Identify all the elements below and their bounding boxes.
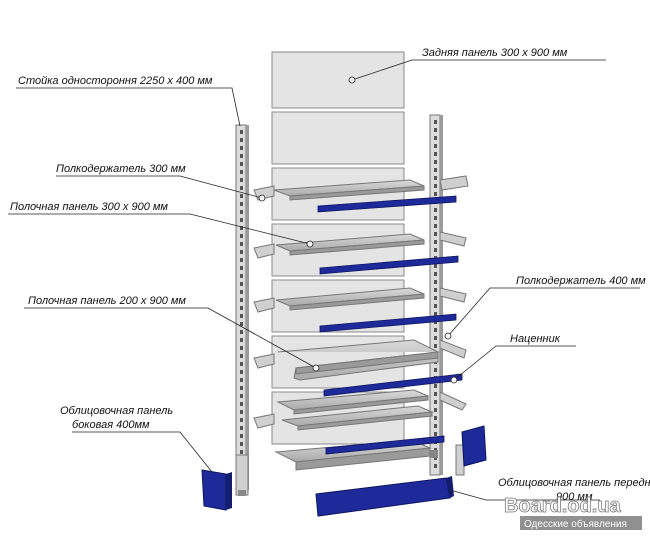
leader-shelf-200 — [24, 307, 317, 369]
right-shelf-holders — [439, 175, 469, 411]
label-side-cladding-2: боковая 400мм — [72, 419, 150, 431]
leader-lines — [8, 59, 640, 501]
label-shelf-300: Полочная панель 300 х 900 мм — [10, 201, 168, 213]
leader-holder-400 — [447, 287, 640, 337]
label-upright: Стойка одностороння 2250 х 400 мм — [18, 75, 213, 87]
watermark-brand: Board.od.ua — [504, 495, 622, 517]
label-rear-panel: Задняя панель 300 х 900 мм — [422, 47, 568, 59]
leader-holder-300 — [56, 175, 263, 199]
leader-shelf-300 — [8, 213, 311, 245]
shelf-2 — [275, 233, 425, 256]
label-front-cladding-2: 900 мм — [556, 491, 593, 503]
right-side-cladding — [461, 425, 487, 467]
rear-panel-2 — [271, 111, 405, 165]
left-shelf-holders — [253, 185, 275, 429]
price-holders — [317, 195, 463, 455]
label-side-cladding-1: Облицовочная панель — [60, 405, 173, 417]
leader-price-holder — [453, 345, 576, 381]
rear-panel-1 — [271, 51, 405, 109]
label-holder-400: Полкодержатель 400 мм — [516, 275, 646, 287]
shelf-5 — [276, 389, 434, 431]
watermark: Board.od.ua Одесские объявления — [504, 495, 642, 530]
label-shelf-200: Полочная панель 200 х 900 мм — [28, 295, 186, 307]
leader-side-cladding — [72, 431, 213, 473]
label-price-holder: Наценник — [510, 333, 561, 345]
leader-front-cladding — [449, 489, 600, 501]
leader-rear-panel — [351, 59, 606, 81]
watermark-caption: Одесские объявления — [524, 518, 627, 530]
front-cladding-panel — [315, 476, 454, 517]
left-side-cladding — [201, 469, 232, 511]
leader-upright — [16, 87, 241, 127]
label-front-cladding-1: Облицовочная панель передняя — [498, 477, 650, 489]
left-upright — [235, 124, 249, 496]
shelf-3 — [275, 287, 425, 311]
shelf-1 — [273, 179, 425, 201]
label-holder-300: Полкодержатель 300 мм — [56, 163, 186, 175]
